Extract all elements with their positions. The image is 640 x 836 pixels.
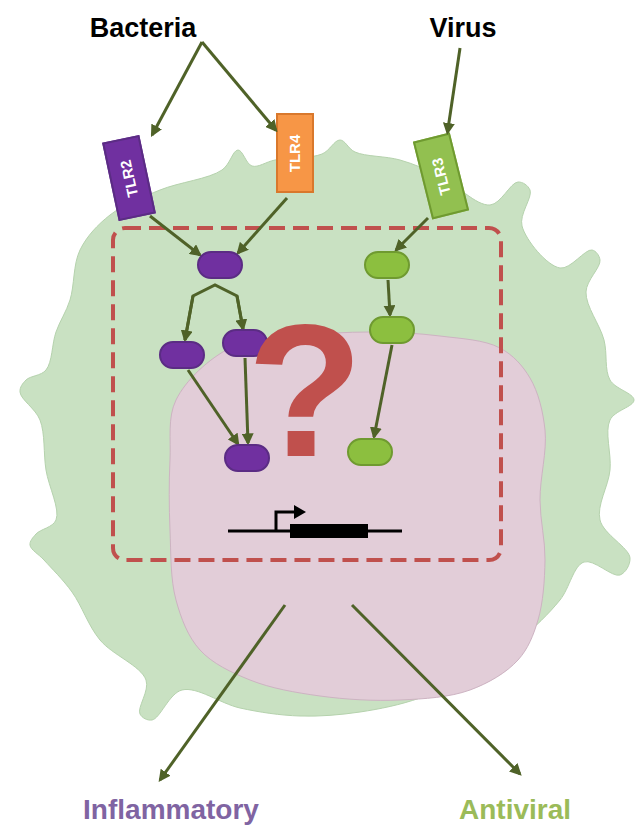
gene-symbol <box>228 505 402 538</box>
receptor-box: TLR2 <box>102 135 156 221</box>
signal-arrows <box>150 198 520 780</box>
question-mark: ? <box>240 295 370 485</box>
output-arrow <box>160 605 285 780</box>
signal-arrow <box>185 296 193 340</box>
protein-oval <box>198 252 242 278</box>
signal-arrow <box>238 198 287 253</box>
response-label: Inflammatory <box>55 790 287 830</box>
response-label: Antiviral <box>430 790 600 830</box>
signal-connector <box>447 48 460 133</box>
signal-arrow <box>237 296 243 329</box>
signal-arrow <box>388 280 390 315</box>
node-text: TLR3 <box>428 156 454 196</box>
signal-connector <box>202 42 276 130</box>
signal-arrow <box>396 218 428 250</box>
protein-oval <box>370 317 414 343</box>
cell-membrane <box>20 140 634 720</box>
signal-connector <box>152 42 202 135</box>
receptor-box: TLR4 <box>276 113 314 193</box>
dashed-frame <box>113 228 501 560</box>
promoter-arrow <box>276 512 296 531</box>
protein-oval <box>365 252 409 278</box>
node-text: Antiviral <box>459 794 571 826</box>
stimulus-label: Bacteria <box>82 8 204 48</box>
promoter-head <box>294 505 306 519</box>
signal-arrow <box>374 345 392 437</box>
stimulus-label: Virus <box>418 8 508 48</box>
node-text: TLR4 <box>287 134 304 172</box>
protein-oval <box>160 342 204 368</box>
gene-box <box>290 524 368 538</box>
signal-arrow <box>150 216 200 255</box>
signal-arrow <box>188 370 238 444</box>
node-text: Bacteria <box>90 13 197 44</box>
node-text: Inflammatory <box>83 794 259 826</box>
node-text: TLR2 <box>117 158 141 198</box>
output-arrow <box>352 605 520 774</box>
node-text: Virus <box>429 13 496 44</box>
